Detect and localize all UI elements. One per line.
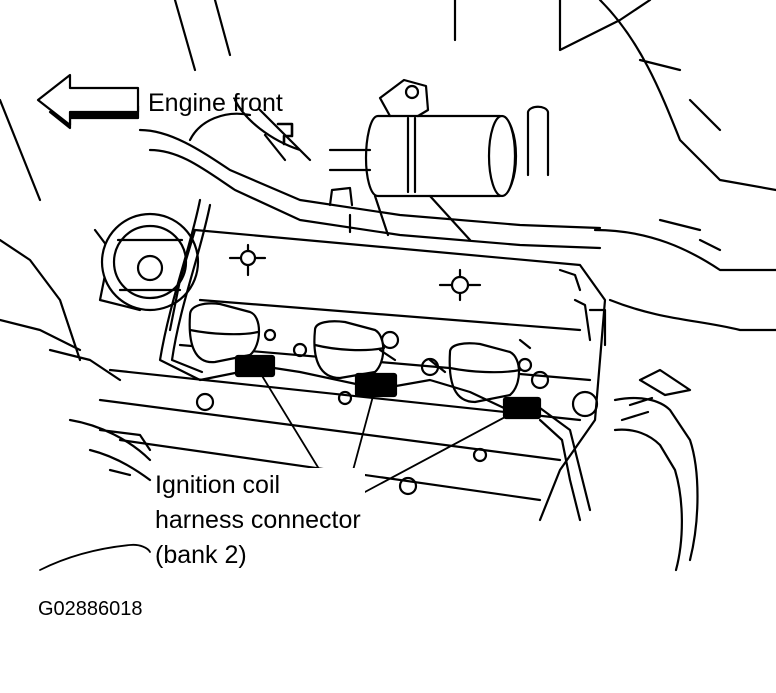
ignition-coil-1 bbox=[188, 302, 261, 364]
callout-line-1: Ignition coil bbox=[155, 468, 365, 503]
engine-body-right bbox=[593, 218, 776, 332]
wiring-harness bbox=[158, 198, 592, 522]
lower-hoses bbox=[68, 418, 152, 482]
callout-curve bbox=[39, 543, 151, 571]
callout-line-3: (bank 2) bbox=[155, 538, 365, 573]
vent-pipe bbox=[526, 105, 550, 177]
oil-filler-cap bbox=[100, 212, 200, 312]
fuel-lines bbox=[138, 128, 602, 250]
fuel-filter bbox=[328, 78, 518, 242]
engine-body-outline bbox=[453, 0, 776, 192]
ignition-coil-callout: Ignition coil harness connector (bank 2) bbox=[155, 468, 365, 573]
ignition-coil-3 bbox=[448, 342, 522, 404]
left-arrow-icon bbox=[36, 73, 140, 130]
figure-code: G02886018 bbox=[38, 598, 143, 620]
engine-front-label: Engine front bbox=[148, 89, 283, 117]
misc-details bbox=[378, 268, 607, 374]
ignition-coil-2 bbox=[313, 320, 386, 380]
coolant-hose bbox=[613, 368, 699, 572]
small-bracket bbox=[276, 122, 294, 146]
callout-line-2: harness connector bbox=[155, 503, 365, 538]
